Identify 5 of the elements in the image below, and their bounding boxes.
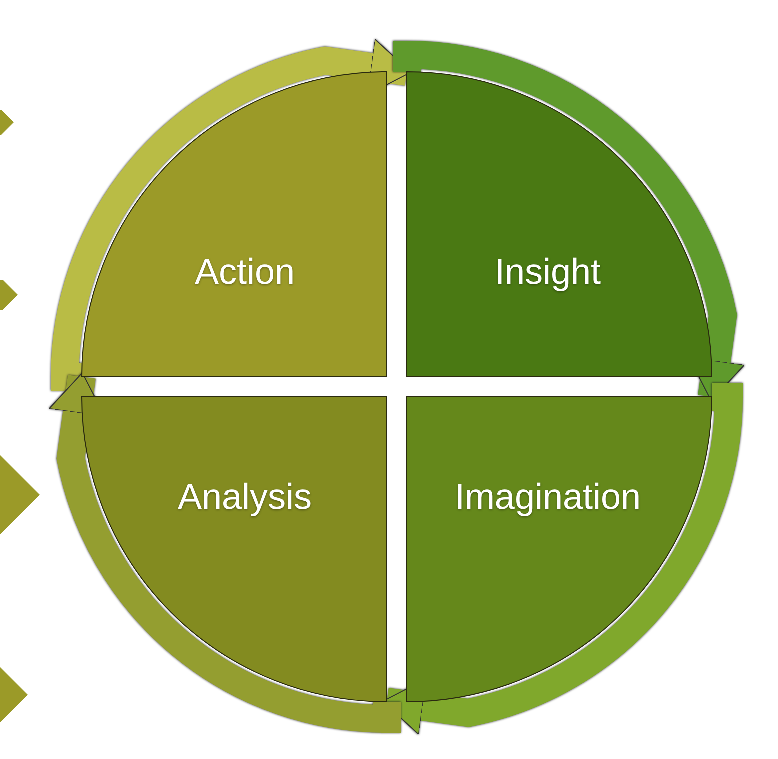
quadrant-label: Analysis: [178, 476, 312, 518]
quadrant-label: Insight: [494, 251, 602, 293]
quadrant-label: Action: [194, 251, 296, 293]
quadrant-label: Imagination: [454, 476, 642, 518]
curved-arrow: [48, 372, 401, 733]
